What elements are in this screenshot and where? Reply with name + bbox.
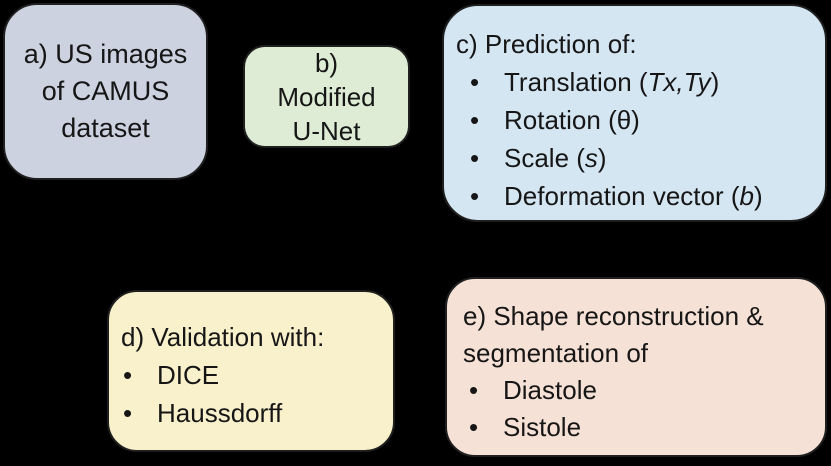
list-item-text-pre: Rotation (θ): [504, 105, 640, 135]
list-item: • DICE: [109, 356, 393, 394]
list-item-text: Rotation (θ): [504, 101, 640, 139]
bullet-icon: •: [123, 398, 133, 428]
box-a-line-3: dataset: [61, 113, 150, 143]
box-d-heading: d) Validation with:: [121, 322, 325, 352]
bullet-icon: •: [123, 360, 133, 390]
box-b-line-2: Modified: [277, 81, 376, 112]
list-item: • Sistole: [447, 409, 825, 446]
list-item: • Deformation vector (b): [444, 177, 825, 215]
bullet-icon: •: [470, 143, 480, 173]
list-item-text-post: ): [754, 181, 763, 211]
box-c-heading: c) Prediction of:: [456, 29, 637, 59]
bullet-icon: •: [470, 105, 480, 135]
bullet-icon: •: [469, 412, 479, 442]
list-item: • Rotation (θ): [444, 101, 825, 139]
list-item-text: DICE: [157, 360, 220, 390]
list-item-text-post: ): [710, 67, 720, 97]
list-item-text-post: ): [597, 143, 607, 173]
list-item: • Scale (s): [444, 139, 825, 177]
list-item-text: Deformation vector (b): [504, 177, 763, 215]
bullet-icon: •: [469, 375, 479, 405]
box-a-line-2: of CAMUS: [41, 76, 170, 106]
list-item-text-italic: Tx,Ty: [647, 67, 711, 97]
list-item-text: Sistole: [503, 412, 582, 442]
box-e-heading-line-2: segmentation of: [463, 338, 649, 368]
bullet-icon: •: [470, 181, 480, 211]
list-item-text-pre: Translation (: [504, 67, 648, 97]
box-e-shape-reconstruction: e) Shape reconstruction & segmentation o…: [445, 277, 827, 457]
box-d-validation: d) Validation with: • DICE • Haussdorff: [107, 290, 395, 452]
box-e-heading-line-1: e) Shape reconstruction &: [463, 301, 764, 331]
list-item-text: Scale (s): [504, 139, 607, 177]
list-item-text-pre: Scale (: [504, 143, 585, 173]
list-item-text: Translation (Tx,Ty): [504, 63, 719, 101]
box-b-line-1: b): [314, 47, 339, 78]
bullet-icon: •: [470, 67, 480, 97]
list-item-text: Haussdorff: [157, 398, 283, 428]
box-b-line-3: U-Net: [292, 115, 361, 146]
box-a-line-1: a) US images: [23, 39, 188, 69]
box-a-us-images: a) US images of CAMUS dataset: [3, 3, 208, 180]
list-item-text: Diastole: [503, 375, 597, 405]
list-item: • Diastole: [447, 372, 825, 409]
box-b-modified-unet: b) Modified U-Net: [243, 45, 410, 148]
list-item-text-italic: b: [739, 181, 754, 211]
list-item: • Haussdorff: [109, 394, 393, 432]
box-c-prediction: c) Prediction of: • Translation (Tx,Ty) …: [442, 4, 827, 222]
list-item-text-italic: s: [584, 143, 598, 173]
list-item-text-pre: Deformation vector (: [504, 181, 740, 211]
list-item: • Translation (Tx,Ty): [444, 63, 825, 101]
